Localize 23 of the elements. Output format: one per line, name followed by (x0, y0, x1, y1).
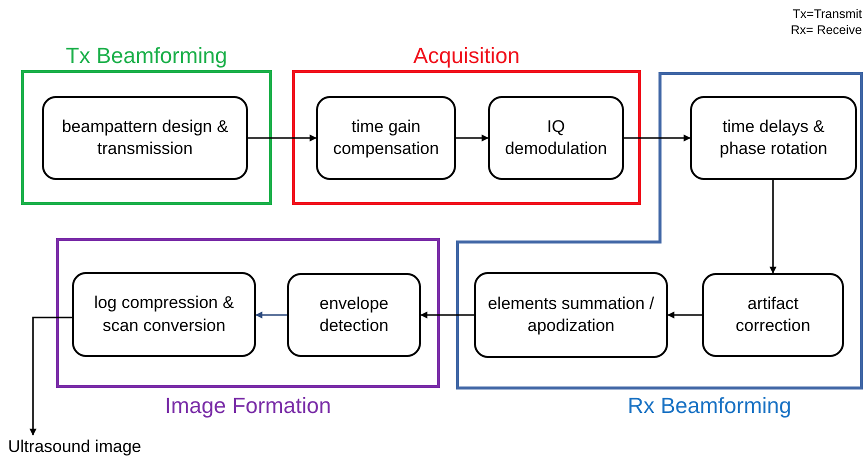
process-box: elements summation / apodization (474, 272, 668, 358)
arrow (255, 312, 287, 318)
arrow (456, 134, 489, 142)
process-box: artifact correction (702, 273, 844, 357)
arrow (420, 312, 474, 318)
process-box: log compression & scan conversion (72, 272, 256, 357)
arrow (770, 180, 776, 274)
process-box: beampattern design & transmission (42, 96, 248, 180)
group-heading: Tx Beamforming (64, 42, 228, 70)
output-label: Ultrasound image (8, 437, 142, 457)
process-box: IQ demodulation (488, 96, 624, 180)
arrow (667, 312, 702, 318)
process-box: time delays & phase rotation (690, 96, 857, 180)
process-box: time gain compensation (316, 96, 456, 180)
process-box: envelope detection (287, 273, 421, 357)
arrow (248, 134, 317, 142)
abbreviation-note: Tx=Transmit (792, 6, 862, 22)
group-heading: Acquisition (412, 42, 521, 70)
group-heading: Rx Beamforming (626, 392, 792, 420)
group-heading: Image Formation (164, 392, 332, 420)
abbreviation-note: Rx= Receive (790, 22, 862, 38)
arrow (30, 316, 72, 436)
arrow (624, 134, 691, 142)
